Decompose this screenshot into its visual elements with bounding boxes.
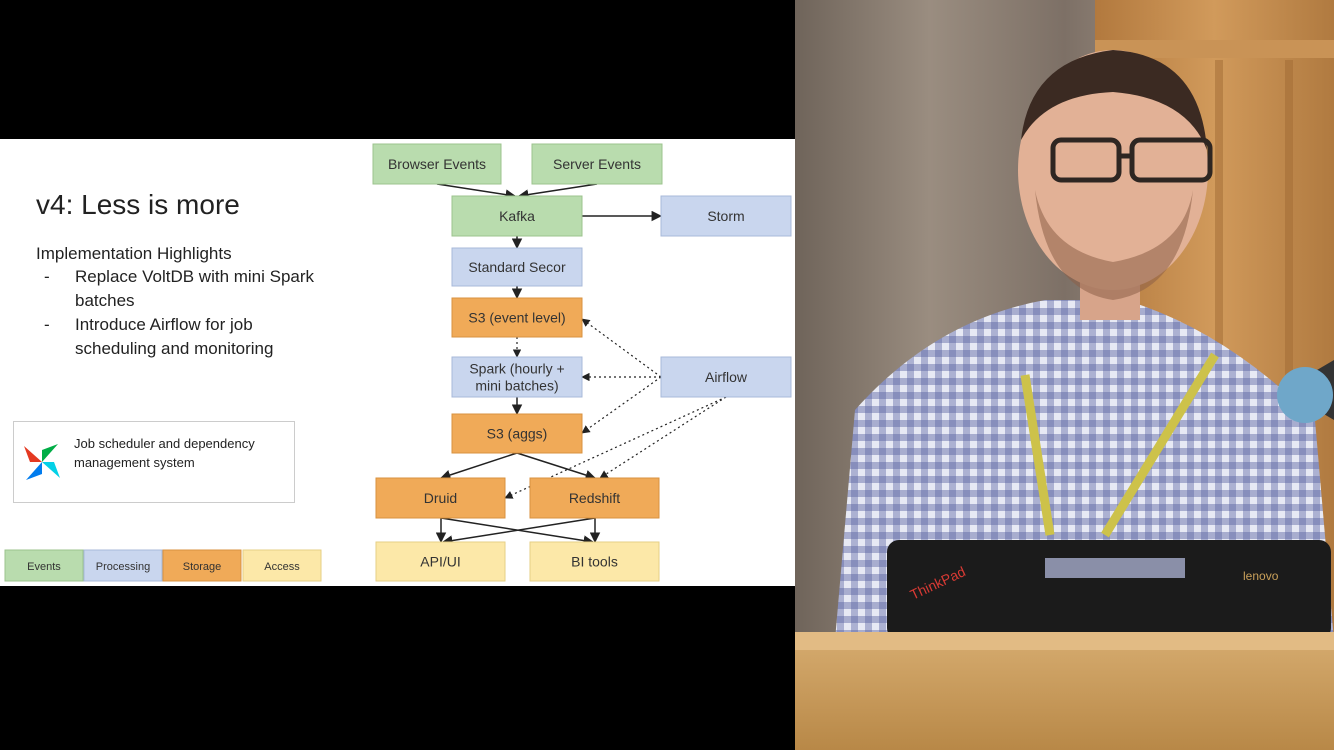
- legend-swatch-events: [4, 549, 84, 582]
- slide-title: v4: Less is more: [36, 189, 240, 220]
- node-label-spark: mini batches): [475, 378, 558, 394]
- node-s3event: S3 (event level): [451, 297, 583, 338]
- node-browser: Browser Events: [372, 143, 502, 185]
- airflow-info-card: Job scheduler and dependency management …: [13, 421, 295, 503]
- node-redshift: Redshift: [529, 477, 660, 519]
- bullet-text: Introduce Airflow for job scheduling and…: [75, 315, 274, 358]
- bullet-dash: -: [44, 315, 50, 334]
- node-spark: Spark (hourly +mini batches): [451, 356, 583, 398]
- slide: v4: Less is more Implementation Highligh…: [0, 139, 795, 586]
- node-label-apiui: API/UI: [420, 554, 460, 570]
- legend-swatch-storage: [162, 549, 242, 582]
- speaker-photo-illustration: ThinkPad lenovo: [795, 0, 1334, 750]
- edge-redshift-to-apiui: [441, 517, 596, 546]
- node-druid: Druid: [375, 477, 506, 519]
- legend-item-events: Events: [4, 549, 84, 582]
- edge-s3aggs-to-druid: [440, 452, 518, 481]
- node-box-s3aggs: [451, 413, 583, 454]
- edge-airflow-to-redshift: [599, 396, 727, 479]
- node-box-apiui: [375, 541, 506, 582]
- legend-item-storage: Storage: [162, 549, 242, 582]
- node-box-airflow: [660, 356, 792, 398]
- edge-browser-to-kafka: [436, 183, 517, 200]
- node-label-druid: Druid: [424, 490, 457, 506]
- node-label-redshift: Redshift: [569, 490, 620, 506]
- node-airflow: Airflow: [660, 356, 792, 398]
- node-label-airflow: Airflow: [705, 369, 748, 385]
- node-box-browser: [372, 143, 502, 185]
- node-kafka: Kafka: [451, 195, 583, 237]
- node-box-storm: [660, 195, 792, 237]
- laptop-brand-right: lenovo: [1243, 569, 1279, 583]
- node-storm: Storm: [660, 195, 792, 237]
- node-label-s3aggs: S3 (aggs): [487, 426, 548, 442]
- node-box-redshift: [529, 477, 660, 519]
- node-box-spark: [451, 356, 583, 398]
- airflow-card-text: Job scheduler and dependency management …: [74, 436, 255, 470]
- speaker-photo: ThinkPad lenovo: [795, 0, 1334, 750]
- legend-label-storage: Storage: [183, 561, 222, 573]
- edge-s3aggs-to-redshift: [516, 452, 596, 481]
- node-label-server: Server Events: [553, 156, 641, 172]
- node-s3aggs: S3 (aggs): [451, 413, 583, 454]
- edge-airflow-to-s3aggs: [581, 376, 662, 434]
- edge-airflow-to-druid: [504, 396, 727, 499]
- node-label-kafka: Kafka: [499, 208, 535, 224]
- node-box-kafka: [451, 195, 583, 237]
- node-bitools: BI tools: [529, 541, 660, 582]
- node-label-spark: Spark (hourly +: [469, 361, 564, 377]
- node-server: Server Events: [531, 143, 663, 185]
- node-label-secor: Standard Secor: [468, 259, 566, 275]
- node-label-browser: Browser Events: [388, 156, 486, 172]
- legend-label-events: Events: [27, 561, 61, 573]
- node-secor: Standard Secor: [451, 247, 583, 287]
- node-label-storm: Storm: [707, 208, 744, 224]
- edge-airflow-to-s3event: [581, 318, 662, 378]
- bullet-text: Replace VoltDB with mini Spark batches: [75, 267, 315, 310]
- highlights-heading: Implementation Highlights: [36, 244, 232, 263]
- bullet-dash: -: [44, 267, 50, 286]
- node-box-bitools: [529, 541, 660, 582]
- node-label-s3event: S3 (event level): [468, 310, 565, 326]
- node-box-secor: [451, 247, 583, 287]
- airflow-pinwheel-logo-icon: [24, 444, 60, 480]
- legend-label-access: Access: [264, 561, 300, 573]
- legend-label-processing: Processing: [96, 561, 150, 573]
- legend-swatch-processing: [83, 549, 163, 582]
- node-box-s3event: [451, 297, 583, 338]
- legend-item-access: Access: [242, 549, 322, 582]
- edge-server-to-kafka: [517, 183, 598, 200]
- legend-swatch-access: [242, 549, 322, 582]
- node-label-bitools: BI tools: [571, 554, 618, 570]
- node-box-server: [531, 143, 663, 185]
- node-box-druid: [375, 477, 506, 519]
- node-apiui: API/UI: [375, 541, 506, 582]
- legend-item-processing: Processing: [83, 549, 163, 582]
